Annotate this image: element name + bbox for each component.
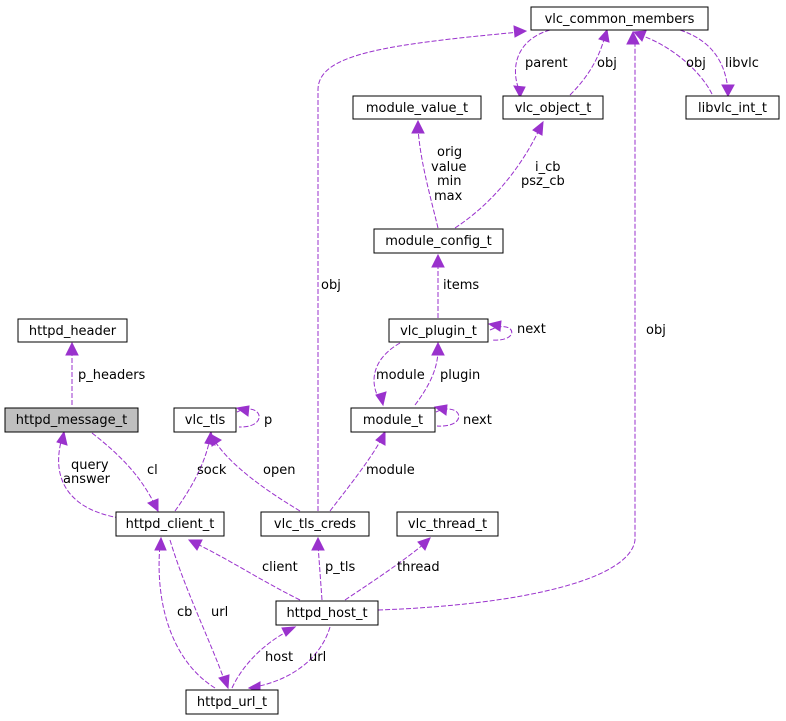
- label-i-cb: i_cb: [535, 160, 561, 175]
- node-label: module_config_t: [385, 234, 492, 249]
- node-vlc-tls[interactable]: vlc_tls: [173, 407, 237, 433]
- node-module-value-t[interactable]: module_value_t: [352, 95, 482, 120]
- edge-url-client: [169, 539, 230, 690]
- node-label: httpd_url_t: [197, 695, 267, 710]
- label-value: value: [431, 160, 467, 175]
- node-httpd-host-t[interactable]: httpd_host_t: [275, 600, 379, 626]
- node-label: httpd_message_t: [16, 413, 127, 428]
- node-httpd-header[interactable]: httpd_header: [17, 318, 128, 343]
- label-items: items: [443, 278, 479, 293]
- label-orig: orig: [437, 145, 462, 160]
- label-p: p: [264, 413, 272, 428]
- label-cl: cl: [147, 463, 158, 478]
- edge-client: [187, 539, 301, 601]
- node-vlc-thread-t[interactable]: vlc_thread_t: [396, 511, 499, 537]
- node-label: vlc_plugin_t: [400, 324, 477, 339]
- edge-obj-libvlc: [632, 30, 713, 95]
- edge-module: [373, 342, 401, 407]
- label-plugin: plugin: [440, 368, 480, 383]
- node-httpd-message-t[interactable]: httpd_message_t: [4, 407, 139, 433]
- node-module-t[interactable]: module_t: [350, 407, 436, 433]
- label-obj-creds: obj: [321, 278, 341, 293]
- node-label: httpd_host_t: [286, 606, 367, 621]
- edge-parent: [513, 29, 551, 99]
- edge-host: [231, 626, 297, 689]
- label-p-tls: p_tls: [325, 560, 355, 575]
- node-libvlc-int-t[interactable]: libvlc_int_t: [685, 95, 780, 120]
- label-module-next: next: [463, 413, 492, 428]
- node-httpd-client-t[interactable]: httpd_client_t: [115, 511, 225, 537]
- node-module-config-t[interactable]: module_config_t: [373, 228, 504, 254]
- edge-module-next: [433, 404, 460, 427]
- node-vlc-tls-creds[interactable]: vlc_tls_creds: [260, 511, 370, 537]
- edge-thread: [344, 537, 431, 601]
- label-query: query: [71, 458, 109, 473]
- node-label: vlc_tls_creds: [274, 517, 356, 532]
- label-obj-object: obj: [597, 56, 617, 71]
- label-plugin-next: next: [517, 322, 546, 337]
- edge-p: [235, 405, 260, 428]
- edge-plugin: [414, 341, 445, 406]
- label-open: open: [263, 463, 295, 478]
- edge-cl: [91, 432, 159, 513]
- label-creds-module: module: [366, 463, 415, 478]
- label-url-client: url: [211, 605, 228, 620]
- node-label: libvlc_int_t: [698, 101, 767, 116]
- label-sock: sock: [197, 463, 227, 478]
- edge-libvlc: [679, 29, 735, 98]
- edge-items: [431, 253, 445, 318]
- node-label: vlc_common_members: [545, 12, 695, 27]
- label-answer: answer: [63, 472, 111, 487]
- node-label: vlc_tls: [185, 413, 226, 428]
- label-host: host: [265, 650, 293, 665]
- label-client: client: [262, 560, 298, 575]
- label-obj-libvlc: obj: [686, 56, 706, 71]
- edge-open: [209, 433, 301, 512]
- node-httpd-url-t[interactable]: httpd_url_t: [185, 689, 279, 715]
- node-vlc-object-t[interactable]: vlc_object_t: [502, 95, 604, 120]
- edge-icb: [454, 120, 544, 229]
- label-url-host: url: [309, 650, 326, 665]
- label-max: max: [434, 189, 463, 204]
- node-label: module_t: [363, 413, 423, 428]
- node-label: vlc_object_t: [515, 101, 592, 116]
- edge-plugin-next: [487, 320, 513, 341]
- node-label: vlc_thread_t: [408, 517, 487, 532]
- node-vlc-plugin-t[interactable]: vlc_plugin_t: [388, 318, 489, 343]
- node-label: module_value_t: [366, 101, 468, 116]
- edge-creds-module: [329, 430, 386, 512]
- label-psz-cb: psz_cb: [521, 174, 565, 189]
- label-p-headers: p_headers: [78, 368, 146, 383]
- node-label: httpd_header: [29, 324, 117, 339]
- label-libvlc: libvlc: [725, 56, 759, 71]
- label-module: module: [376, 368, 425, 383]
- label-thread: thread: [397, 560, 440, 575]
- edge-module-value: [411, 119, 439, 229]
- edge-obj-object: [569, 28, 610, 96]
- edge-obj-host: [377, 30, 640, 611]
- edge-cb: [154, 536, 216, 689]
- edge-obj-creds: [317, 25, 528, 511]
- edge-p-tls: [311, 536, 325, 601]
- node-vlc-common-members[interactable]: vlc_common_members: [530, 6, 709, 31]
- label-cb: cb: [177, 605, 192, 620]
- label-parent: parent: [525, 56, 568, 71]
- edge-p-headers: [65, 341, 79, 405]
- label-min: min: [437, 174, 462, 189]
- node-label: httpd_client_t: [126, 517, 215, 532]
- label-obj-host: obj: [646, 323, 666, 338]
- edge-query: [56, 430, 121, 519]
